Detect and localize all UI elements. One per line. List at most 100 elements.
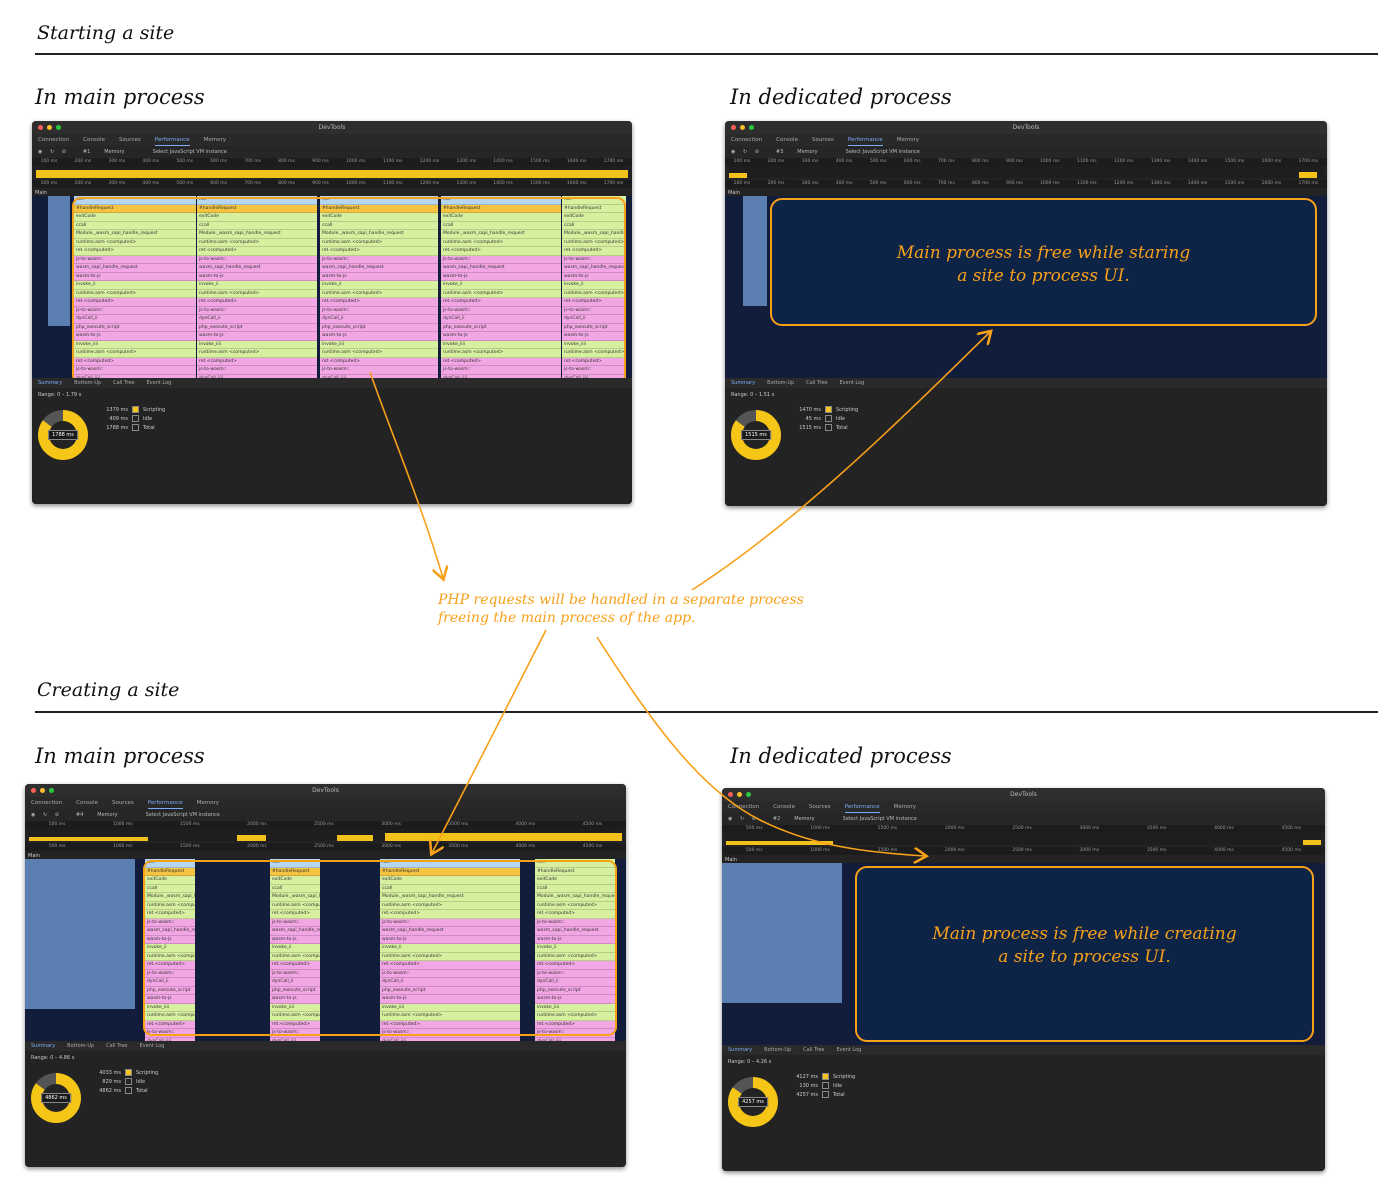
flame-frame[interactable]: wasm-to-js — [197, 272, 317, 281]
maximize-window-button[interactable] — [49, 788, 54, 793]
flame-frame[interactable]: #handleRequest — [562, 204, 626, 213]
flame-frame[interactable]: ccall — [441, 221, 561, 230]
flame-frame[interactable]: run — [270, 859, 320, 868]
flame-frame[interactable]: runtime.asm <computed> — [535, 952, 615, 961]
details-tab-call-tree[interactable]: Call Tree — [803, 1047, 825, 1053]
flame-frame[interactable]: wasm_sapi_handle_request — [562, 264, 626, 273]
flame-frame[interactable]: js-to-wasm:: — [535, 1029, 615, 1038]
flame-frame[interactable]: ret.<computed> — [145, 1020, 195, 1029]
flame-frame[interactable]: wasm-to-js — [270, 935, 320, 944]
flame-frame[interactable]: ccall — [320, 221, 438, 230]
flame-frame[interactable]: Module._wasm_sapi_handle_request — [270, 893, 320, 902]
main-track-label[interactable]: Main — [728, 190, 740, 196]
flame-frame[interactable]: run — [320, 196, 438, 205]
flame-frame[interactable]: wasm-to-js — [562, 332, 626, 341]
flame-frame[interactable]: exitCode — [197, 213, 317, 222]
flame-frame[interactable]: js-to-wasm:: — [380, 918, 520, 927]
flame-frame[interactable]: ret.<computed> — [197, 247, 317, 256]
flame-frame[interactable]: ret.<computed> — [562, 298, 626, 307]
tab-console[interactable]: Console — [76, 800, 98, 806]
flame-frame[interactable]: invoke_iiii — [441, 340, 561, 349]
flame-frame[interactable]: run — [562, 196, 626, 205]
flame-frame[interactable]: wasm_sapi_handle_request — [320, 264, 438, 273]
flame-frame[interactable]: runtime.asm <computed> — [74, 289, 196, 298]
flame-frame[interactable]: wasm-to-js — [74, 272, 196, 281]
details-tab-bottom-up[interactable]: Bottom-Up — [74, 380, 102, 386]
flame-frame[interactable]: runtime.asm <computed> — [197, 349, 317, 358]
main-track-label[interactable]: Main — [35, 190, 47, 196]
flame-frame[interactable]: ret.<computed> — [441, 357, 561, 366]
flame-frame[interactable]: exitCode — [270, 876, 320, 885]
flame-frame[interactable]: ret.<computed> — [562, 247, 626, 256]
flame-frame[interactable]: wasm-to-js — [441, 332, 561, 341]
flame-frame[interactable]: ccall — [197, 221, 317, 230]
flame-frame[interactable]: exitCode — [562, 213, 626, 222]
flame-frame[interactable]: wasm_sapi_handle_request — [441, 264, 561, 273]
flame-frame[interactable]: ccall — [145, 884, 195, 893]
flame-frame[interactable]: exitCode — [145, 876, 195, 885]
details-tab-summary[interactable]: Summary — [728, 1047, 753, 1053]
flame-frame[interactable]: #handleRequest — [74, 204, 196, 213]
flame-frame[interactable]: run — [380, 859, 520, 868]
flame-frame[interactable]: js-to-wasm:: — [197, 366, 317, 375]
flame-frame[interactable]: js-to-wasm:: — [197, 255, 317, 264]
flame-frame[interactable]: run — [441, 196, 561, 205]
flame-frame[interactable]: run — [535, 859, 615, 868]
flame-frame[interactable]: wasm_sapi_handle_request — [535, 927, 615, 936]
flame-frame[interactable]: dynCall_iiii — [441, 374, 561, 378]
flame-frame[interactable]: runtime.asm <computed> — [441, 349, 561, 358]
flame-frame[interactable]: invoke_iiii — [380, 1003, 520, 1012]
flame-frame[interactable]: invoke_iiii — [562, 340, 626, 349]
flame-frame[interactable]: wasm_sapi_handle_request — [270, 927, 320, 936]
flame-frame[interactable]: runtime.asm <computed> — [197, 289, 317, 298]
flame-frame[interactable]: js-to-wasm:: — [535, 969, 615, 978]
flame-frame[interactable]: runtime.asm <computed> — [197, 238, 317, 247]
flame-frame[interactable]: dynCall_ii — [562, 315, 626, 324]
flame-frame[interactable]: #handleRequest — [145, 867, 195, 876]
details-tab-call-tree[interactable]: Call Tree — [113, 380, 135, 386]
flame-frame[interactable]: dynCall_iiii — [535, 1037, 615, 1041]
flame-frame[interactable]: invoke_ii — [74, 281, 196, 290]
flame-frame[interactable]: js-to-wasm:: — [270, 918, 320, 927]
flame-frame[interactable]: runtime.asm <computed> — [270, 952, 320, 961]
flame-frame[interactable]: runtime.asm <computed> — [380, 1012, 520, 1021]
flame-frame[interactable]: wasm-to-js — [320, 332, 438, 341]
flame-frame[interactable]: wasm-to-js — [320, 272, 438, 281]
main-track-label[interactable]: Main — [725, 857, 737, 863]
close-window-button[interactable] — [31, 788, 36, 793]
flame-frame[interactable]: runtime.asm <computed> — [441, 238, 561, 247]
flame-frame[interactable]: wasm-to-js — [380, 995, 520, 1004]
flame-frame[interactable]: dynCall_ii — [535, 978, 615, 987]
flame-frame[interactable]: Module._wasm_sapi_handle_request — [145, 893, 195, 902]
details-tab-call-tree[interactable]: Call Tree — [806, 380, 828, 386]
flame-frame[interactable]: invoke_ii — [380, 944, 520, 953]
flame-frame[interactable]: invoke_iiii — [197, 340, 317, 349]
flame-frame[interactable]: runtime.asm <computed> — [145, 901, 195, 910]
tab-performance[interactable]: Performance — [844, 801, 880, 813]
vm-instance-select[interactable]: Select JavaScript VM instance — [845, 149, 920, 155]
flame-frame[interactable]: ret.<computed> — [380, 910, 520, 919]
tab-sources[interactable]: Sources — [111, 800, 134, 806]
flame-frame[interactable]: js-to-wasm:: — [74, 306, 196, 315]
flame-frame[interactable]: runtime.asm <computed> — [320, 349, 438, 358]
flame-frame[interactable]: dynCall_iiii — [197, 374, 317, 378]
close-window-button[interactable] — [38, 125, 43, 130]
flame-frame[interactable]: exitCode — [380, 876, 520, 885]
close-window-button[interactable] — [731, 125, 736, 130]
flame-frame[interactable]: invoke_ii — [197, 281, 317, 290]
flame-frame[interactable]: exitCode — [535, 876, 615, 885]
flame-frame[interactable]: php_execute_script — [535, 986, 615, 995]
record-controls-icon[interactable]: ◉ ↻ ⊘ — [731, 149, 762, 155]
minimize-window-button[interactable] — [47, 125, 52, 130]
tab-console[interactable]: Console — [773, 804, 795, 810]
tab-connection[interactable]: Connection — [38, 137, 70, 143]
vm-instance-select[interactable]: Select JavaScript VM instance — [145, 812, 220, 818]
tab-connection[interactable]: Connection — [31, 800, 63, 806]
flame-frame[interactable]: php_execute_script — [74, 323, 196, 332]
flame-frame[interactable]: wasm-to-js — [441, 272, 561, 281]
tab-memory[interactable]: Memory — [896, 137, 919, 143]
details-tab-event-log[interactable]: Event Log — [839, 380, 865, 386]
flame-frame[interactable]: js-to-wasm:: — [270, 1029, 320, 1038]
flame-frame[interactable]: wasm-to-js — [74, 332, 196, 341]
flame-frame[interactable]: Module._wasm_sapi_handle_request — [74, 230, 196, 239]
